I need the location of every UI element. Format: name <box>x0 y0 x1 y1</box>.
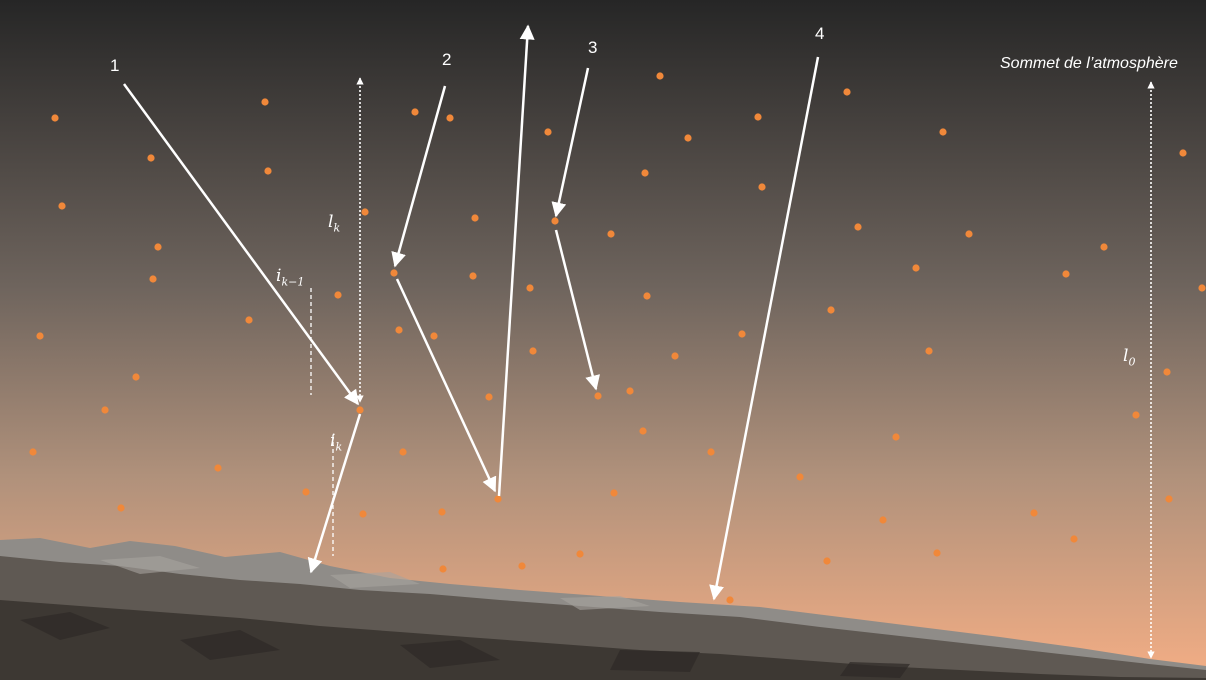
particle <box>965 230 973 238</box>
particle <box>933 549 941 557</box>
particle <box>361 208 369 216</box>
particle <box>395 326 403 334</box>
particle <box>892 433 900 441</box>
particle <box>36 332 44 340</box>
path-3-segment-1 <box>551 67 590 218</box>
path-2-segment-3 <box>497 24 535 497</box>
particle <box>823 557 831 565</box>
path-1-segment-1 <box>122 83 360 406</box>
particle <box>117 504 125 512</box>
particle <box>671 352 679 360</box>
particle <box>526 284 534 292</box>
particle <box>439 565 447 573</box>
particle <box>154 243 162 251</box>
particle <box>149 275 157 283</box>
particle <box>471 214 479 222</box>
particles <box>29 72 1206 604</box>
particle <box>726 596 734 604</box>
particle <box>529 347 537 355</box>
particle <box>245 316 253 324</box>
particle <box>411 108 419 116</box>
particle <box>1100 243 1108 251</box>
particle <box>843 88 851 96</box>
particle <box>643 292 651 300</box>
particle <box>359 510 367 518</box>
ground <box>0 538 1206 680</box>
particle <box>214 464 222 472</box>
path-2-label: 2 <box>442 50 452 69</box>
path-1-segment-2 <box>307 413 362 574</box>
particle <box>879 516 887 524</box>
particle <box>656 72 664 80</box>
particle <box>1070 535 1078 543</box>
particle <box>469 272 477 280</box>
particle <box>707 448 715 456</box>
path-2-segment-1 <box>391 85 447 268</box>
particle <box>544 128 552 136</box>
path-1-label: 1 <box>110 56 120 75</box>
particle <box>594 392 602 400</box>
particle <box>1163 368 1171 376</box>
symbol-ik: ik <box>330 431 343 454</box>
particle <box>485 393 493 401</box>
particle <box>58 202 66 210</box>
path-3-label: 3 <box>588 38 598 57</box>
particle <box>356 406 364 414</box>
particle <box>518 562 526 570</box>
particle <box>754 113 762 121</box>
particle <box>827 306 835 314</box>
particle <box>390 269 398 277</box>
particle <box>494 495 502 503</box>
dashed-lines <box>310 77 1155 659</box>
particle <box>261 98 269 106</box>
particle <box>132 373 140 381</box>
photon-paths <box>122 24 820 601</box>
particle <box>939 128 947 136</box>
particle <box>51 114 59 122</box>
particle <box>1179 149 1187 157</box>
particle <box>641 169 649 177</box>
path-3-segment-2 <box>554 229 600 391</box>
particle <box>796 473 804 481</box>
particle <box>738 330 746 338</box>
path-4-segment-1 <box>709 56 820 601</box>
particle <box>912 264 920 272</box>
particle <box>1165 495 1173 503</box>
particle <box>147 154 155 162</box>
particle <box>29 448 37 456</box>
particle <box>639 427 647 435</box>
particle <box>854 223 862 231</box>
particle <box>607 230 615 238</box>
particle <box>925 347 933 355</box>
particle <box>551 217 559 225</box>
particle <box>438 508 446 516</box>
particle <box>626 387 634 395</box>
particle <box>1062 270 1070 278</box>
top-of-atmosphere-label: Sommet de l’atmosphère <box>1000 55 1178 72</box>
particle <box>101 406 109 414</box>
symbol-lk: lk <box>328 212 341 235</box>
particle <box>1132 411 1140 419</box>
particle <box>1198 284 1206 292</box>
particle <box>302 488 310 496</box>
particle <box>399 448 407 456</box>
particle <box>758 183 766 191</box>
particle <box>1030 509 1038 517</box>
particle <box>684 134 692 142</box>
path-2-segment-2 <box>395 278 497 493</box>
particle <box>334 291 342 299</box>
symbol-ik-minus-1: ik−1 <box>276 266 305 289</box>
particle <box>446 114 454 122</box>
path-4-label: 4 <box>815 24 825 43</box>
symbol-l0: l0 <box>1123 346 1136 369</box>
particle <box>610 489 618 497</box>
particle <box>430 332 438 340</box>
particle <box>264 167 272 175</box>
particle <box>576 550 584 558</box>
